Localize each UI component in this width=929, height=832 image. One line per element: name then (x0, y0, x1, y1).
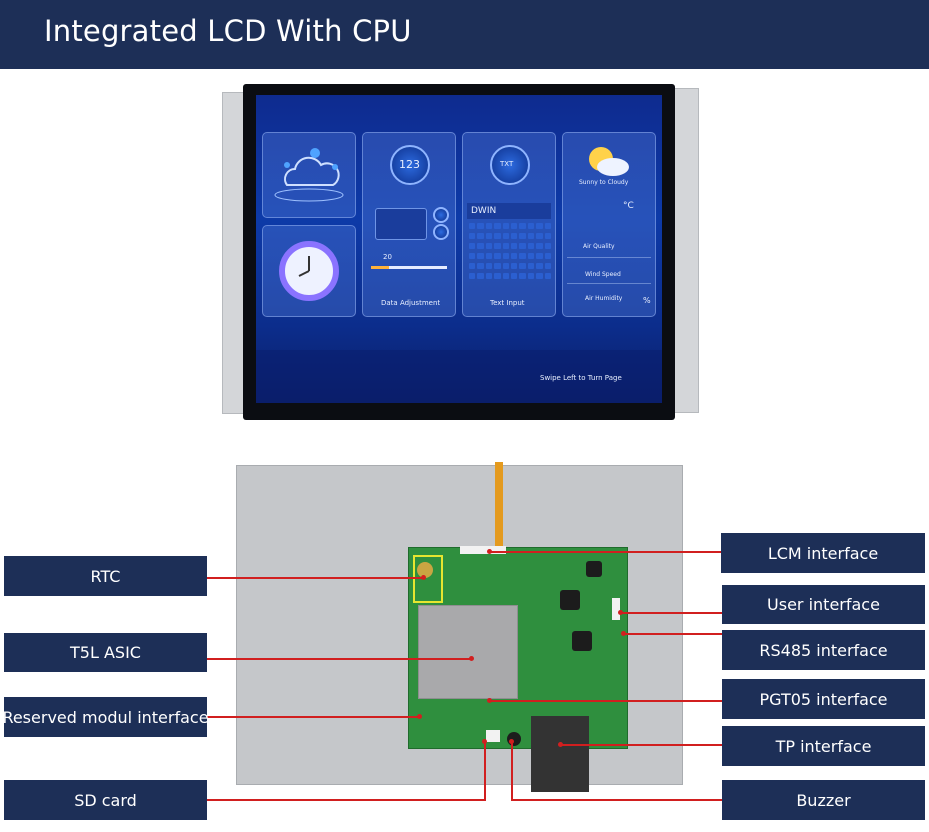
label-reserved-modul-interface: Reserved modul interface (2, 697, 209, 737)
text-field[interactable]: DWIN (467, 203, 551, 219)
plus-button[interactable] (433, 207, 449, 223)
page-title: Integrated LCD With CPU (44, 14, 412, 48)
leader-tp (560, 744, 722, 746)
label-sd-card: SD card (4, 780, 207, 820)
weather-icon (589, 147, 629, 176)
txt-icon: TXT (490, 145, 530, 185)
marker-dot (482, 739, 487, 744)
leader-reserved (207, 716, 419, 718)
label-rtc: RTC (4, 556, 207, 596)
label-buzzer: Buzzer (722, 780, 925, 820)
marker-dot (509, 739, 514, 744)
inductor (572, 631, 592, 651)
right-mounting-bracket (673, 88, 699, 413)
leader-lcm (489, 551, 721, 553)
label-tp-interface: TP interface (722, 726, 925, 766)
leader-sd-card-vertical (484, 741, 486, 801)
leader-pgt05 (489, 700, 722, 702)
tp-ribbon (531, 716, 589, 792)
label-pgt05-interface: PGT05 interface (722, 679, 925, 719)
rtc-battery (417, 562, 433, 578)
t5l-asic-chip (418, 605, 518, 699)
leader-rs485 (623, 633, 722, 635)
wind-speed-label: Wind Speed (585, 271, 621, 278)
marker-dot (421, 575, 426, 580)
leader-buzzer-vertical (511, 741, 513, 801)
text-input-card: TXT DWIN Text Input (462, 132, 556, 317)
inductor (560, 590, 580, 610)
leader-buzzer (512, 799, 722, 801)
swipe-hint: Swipe Left to Turn Page (540, 374, 622, 382)
leader-t5l-asic (207, 658, 471, 660)
divider (567, 257, 651, 258)
label-user-interface: User interface (722, 585, 925, 624)
label-rs485-interface: RS485 interface (722, 630, 925, 670)
marker-dot (558, 742, 563, 747)
title-banner: Integrated LCD With CPU (0, 0, 929, 69)
leader-rtc (207, 577, 423, 579)
rtc-highlight (413, 555, 443, 603)
sd-card-slot (486, 730, 500, 742)
minus-button[interactable] (433, 224, 449, 240)
data-adjustment-label: Data Adjustment (381, 299, 441, 307)
weather-card: Sunny to Cloudy °C Air Quality Wind Spee… (562, 132, 656, 317)
value-display (375, 208, 427, 240)
divider (567, 283, 651, 284)
marker-dot (487, 549, 492, 554)
air-quality-label: Air Quality (583, 243, 615, 250)
temperature-unit: °C (623, 201, 634, 211)
lcd-screen: 123 20 Data Adjustment TXT DWIN (256, 95, 662, 403)
label-t5l-asic: T5L ASIC (4, 633, 207, 672)
slider-fill (371, 266, 389, 269)
data-adjustment-card: 123 20 Data Adjustment (362, 132, 456, 317)
slider-value: 20 (383, 253, 392, 261)
humidity-unit: % (643, 296, 651, 305)
text-input-label: Text Input (490, 299, 525, 307)
clock-icon (279, 241, 339, 301)
clock-card (262, 225, 356, 317)
cloud-card (262, 132, 356, 218)
flex-cable (495, 462, 503, 554)
label-lcm-interface: LCM interface (721, 533, 925, 573)
leader-user (620, 612, 722, 614)
number-icon: 123 (390, 145, 430, 185)
inductor (586, 561, 602, 577)
marker-dot (469, 656, 474, 661)
slider[interactable] (371, 266, 447, 269)
marker-dot (618, 610, 623, 615)
user-connector (612, 598, 620, 620)
marker-dot (487, 698, 492, 703)
marker-dot (621, 631, 626, 636)
weather-condition: Sunny to Cloudy (579, 179, 629, 186)
leader-sd-card (207, 799, 485, 801)
cloud-icon (274, 148, 344, 202)
lcm-connector (460, 546, 506, 554)
on-screen-keyboard[interactable] (469, 223, 551, 281)
marker-dot (417, 714, 422, 719)
swipe-bar[interactable]: Swipe Left to Turn Page (256, 350, 662, 403)
air-humidity-label: Air Humidity (585, 295, 623, 302)
